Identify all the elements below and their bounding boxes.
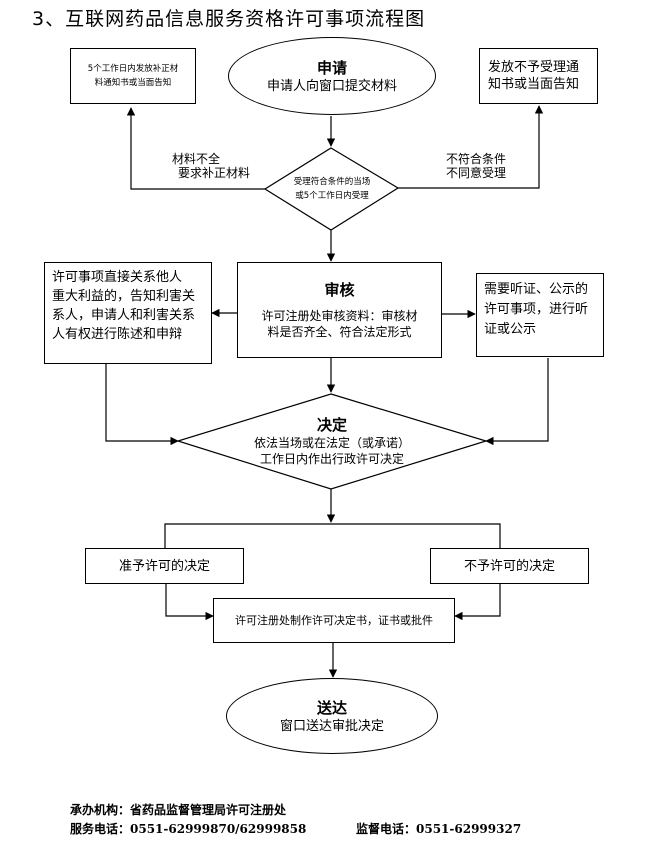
stakeholder-line3: 系人，申请人和利害关系: [52, 308, 196, 323]
hearing-box: 需要听证、公示的 许可事项，进行听 证或公示: [476, 273, 604, 357]
rejection-notice-box: 发放不予受理通 知书或当面告知: [479, 48, 598, 104]
arrow-to-correction-notice: [126, 107, 265, 190]
arrow-grant-to-certificate: [165, 584, 214, 621]
deny-text: 不予许可的决定: [463, 558, 555, 574]
arrow-to-rejection-notice: [398, 105, 544, 189]
decision-line2: 工作日内作出行政许可决定: [259, 452, 404, 466]
page-title: 3、互联网药品信息服务资格许可事项流程图: [32, 8, 426, 30]
decision-diamond: [175, 393, 489, 490]
acceptance-line1: 受理符合条件的当场: [293, 177, 371, 187]
stakeholder-line2: 重大利益的，告知利害关: [52, 289, 196, 304]
correction-notice-line2: 料通知书或当面告知: [94, 78, 172, 88]
apply-heading: 申请: [316, 58, 347, 77]
acceptance-text: 受理符合条件的当场 或5个工作日内受理: [275, 172, 389, 206]
certificate-text: 许可注册处制作许可决定书，证书或批件: [235, 614, 433, 627]
deliver-text: 窗口送达审批决定: [279, 718, 384, 734]
grant-box: 准予许可的决定: [85, 548, 244, 584]
acceptance-line2: 或5个工作日内受理: [295, 191, 369, 201]
review-line1: 许可注册处审核资料：审核材: [261, 309, 418, 323]
stakeholder-line4: 人有权进行陈述和申辩: [52, 327, 183, 342]
correction-notice-line1: 5个工作日内发放补正材: [87, 64, 179, 74]
decision-heading: 决定: [316, 416, 347, 434]
nonconform-label: 不符合条件 不同意受理: [446, 152, 536, 180]
incomplete-label-line2: 要求补正材料: [177, 166, 250, 180]
review-line2: 料是否齐全、符合法定形式: [267, 325, 412, 339]
footer-supervision-phone: 监督电话：0551-62999327: [356, 822, 522, 836]
nonconform-label-line2: 不同意受理: [446, 166, 507, 180]
arrow-hearing-to-decision: [485, 358, 549, 446]
rejection-notice-line2: 知书或当面告知: [488, 77, 580, 92]
grant-text: 准予许可的决定: [118, 558, 210, 574]
correction-notice-box: 5个工作日内发放补正材 料通知书或当面告知: [70, 48, 196, 104]
stakeholder-line1: 许可事项直接关系他人: [52, 270, 183, 285]
hearing-line3: 证或公示: [484, 322, 537, 337]
review-heading: 审核: [324, 281, 355, 299]
arrow-stakeholder-to-decision: [105, 364, 179, 446]
incomplete-label-line1: 材料不全: [171, 152, 220, 166]
footer-agency: 承办机构：省药品监督管理局许可注册处: [70, 803, 287, 817]
decision-text: 决定 依法当场或在法定（或承诺） 工作日内作出行政许可决定: [220, 413, 444, 469]
footer-service-phone: 服务电话：0551-62999870/62999858: [70, 822, 307, 836]
rejection-notice-line1: 发放不予受理通: [488, 60, 580, 75]
deliver-node: 送达 窗口送达审批决定: [226, 678, 438, 754]
stakeholder-box: 许可事项直接关系他人 重大利益的，告知利害关 系人，申请人和利害关系 人有权进行…: [44, 262, 212, 364]
incomplete-label: 材料不全 要求补正材料: [140, 152, 250, 180]
apply-text: 申请人向窗口提交材料: [266, 78, 397, 94]
deny-box: 不予许可的决定: [430, 548, 589, 584]
apply-node: 申请 申请人向窗口提交材料: [228, 37, 436, 115]
hearing-line2: 许可事项，进行听: [484, 302, 589, 317]
deliver-heading: 送达: [316, 698, 347, 717]
certificate-box: 许可注册处制作许可决定书，证书或批件: [213, 598, 455, 643]
decision-line1: 依法当场或在法定（或承诺）: [253, 436, 410, 450]
arrow-deny-to-certificate: [454, 584, 501, 621]
hearing-line1: 需要听证、公示的: [484, 282, 589, 297]
nonconform-label-line1: 不符合条件: [446, 152, 507, 166]
branch-split: [164, 523, 501, 548]
acceptance-diamond: [263, 147, 400, 231]
review-box: 审核 许可注册处审核资料：审核材 料是否齐全、符合法定形式: [237, 262, 442, 358]
